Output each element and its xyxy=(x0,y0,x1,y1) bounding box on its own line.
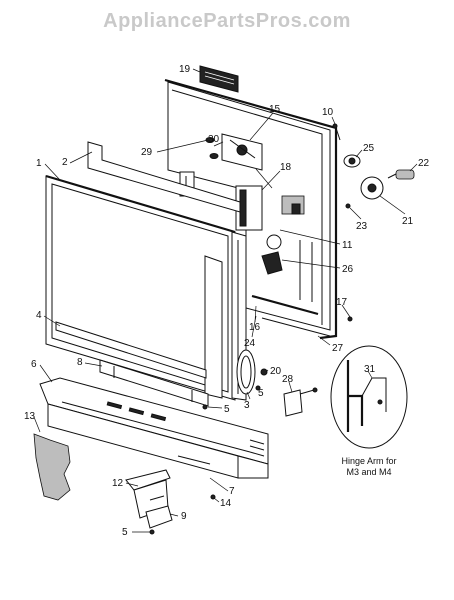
callout-9: 9 xyxy=(181,511,187,522)
callout-5-bottom: 5 xyxy=(122,527,128,538)
leader-lines xyxy=(33,68,418,533)
callout-11: 11 xyxy=(342,240,353,251)
small-hardware xyxy=(332,123,415,322)
callout-1: 1 xyxy=(36,158,42,169)
watermark-text: AppliancePartsPros.com xyxy=(103,10,351,32)
callout-4: 4 xyxy=(36,310,42,321)
hinge-parts xyxy=(236,349,268,395)
callout-19: 19 xyxy=(179,64,191,75)
callout-12: 12 xyxy=(112,478,124,489)
bottom-strip xyxy=(55,321,207,379)
callout-31: 31 xyxy=(364,364,376,375)
callout-29: 29 xyxy=(141,147,153,158)
callout-20: 20 xyxy=(270,366,282,377)
callout-8: 8 xyxy=(77,357,83,368)
callout-27: 27 xyxy=(332,343,344,354)
callout-26: 26 xyxy=(342,264,354,275)
callout-25: 25 xyxy=(363,143,375,154)
callout-3: 3 xyxy=(244,400,250,411)
callout-5-upper: 5 xyxy=(258,388,264,399)
callout-10: 10 xyxy=(322,107,334,118)
callout-14: 14 xyxy=(220,498,232,509)
bracket xyxy=(99,359,209,407)
callout-2: 2 xyxy=(62,157,68,168)
callout-5-middle: 5 xyxy=(224,404,230,415)
callout-15: 15 xyxy=(269,104,281,115)
hinge-cover xyxy=(125,469,173,529)
hinge-bracket-28 xyxy=(283,387,318,417)
callout-13: 13 xyxy=(24,411,36,422)
callout-16: 16 xyxy=(249,322,261,333)
callout-22: 22 xyxy=(418,158,430,169)
callout-labels: 1 2 4 6 8 13 7 12 9 14 5 5 3 5 20 28 31 … xyxy=(24,64,430,538)
hinge-arm-inset xyxy=(330,345,408,449)
callout-28: 28 xyxy=(282,374,294,385)
insulation-piece xyxy=(33,433,71,501)
inset-caption-line2: M3 and M4 xyxy=(346,467,391,477)
callout-21: 21 xyxy=(402,216,414,227)
callout-7: 7 xyxy=(229,486,235,497)
callout-18: 18 xyxy=(280,162,292,173)
callout-24: 24 xyxy=(244,338,256,349)
inner-door-panel xyxy=(164,65,341,340)
callout-30: 30 xyxy=(208,134,220,145)
callout-23: 23 xyxy=(356,221,368,232)
inset-caption-line1: Hinge Arm for xyxy=(341,456,396,466)
callout-6: 6 xyxy=(31,359,37,370)
control-panel xyxy=(39,377,269,479)
callout-17: 17 xyxy=(336,297,348,308)
